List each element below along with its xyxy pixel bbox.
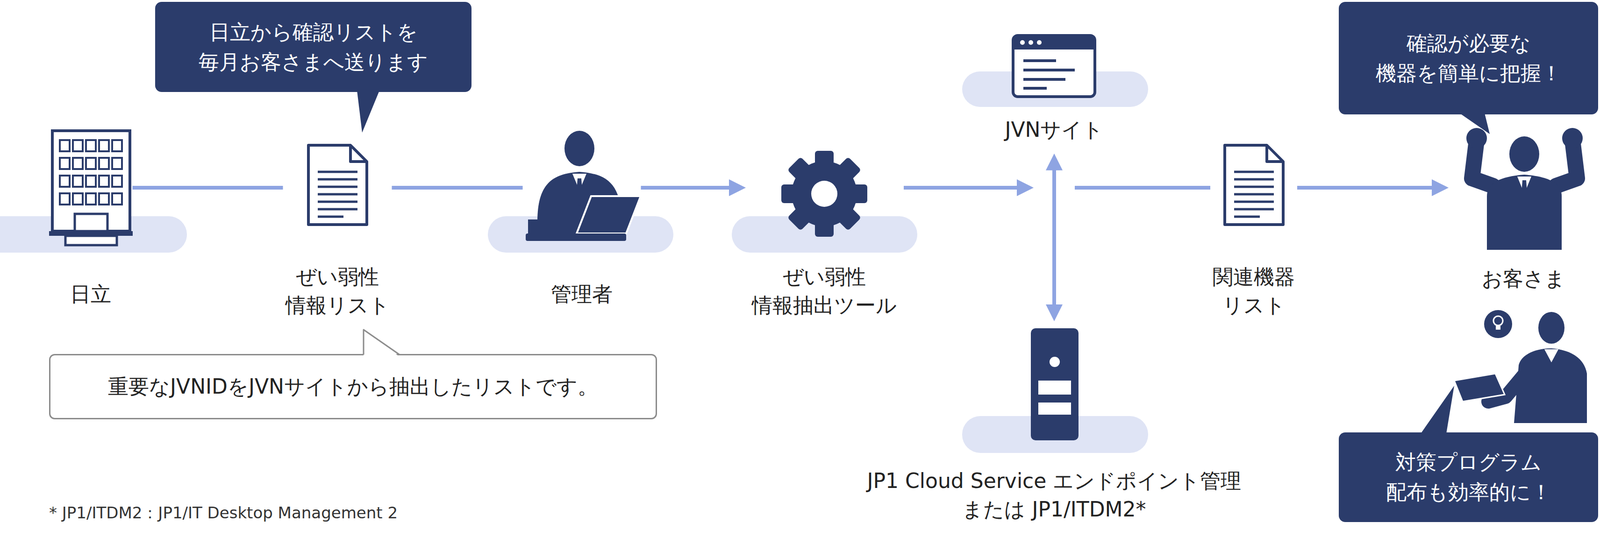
flow-connector xyxy=(132,185,284,190)
callout-tail-fill xyxy=(1420,385,1455,435)
callout-tail xyxy=(1338,1,1599,115)
callout-text: 対策プログラム 配布も効率的に！ xyxy=(1385,447,1552,508)
callout-tail xyxy=(155,1,472,93)
flow-connector xyxy=(641,185,741,190)
node-label: JVNサイト xyxy=(1005,115,1104,145)
callout-tail-fill xyxy=(363,329,400,358)
flow-connector xyxy=(1052,159,1057,316)
tool-node: ぜい弱性 情報抽出ツール xyxy=(749,150,900,320)
node-label: 管理者 xyxy=(550,280,613,309)
flow-connector xyxy=(1297,185,1443,190)
gear-icon xyxy=(781,150,868,237)
node-label: 日立 xyxy=(70,280,112,309)
flow-connector xyxy=(392,185,523,190)
callout-box: 重要なJVNIDをJVNサイトから抽出したリストです。 xyxy=(49,354,658,420)
node-label: JP1 Cloud Service エンドポイント管理 または JP1/ITDM… xyxy=(834,467,1274,524)
node-label: ぜい弱性 情報リスト xyxy=(285,263,390,320)
customer-figure xyxy=(1466,128,1583,250)
callout-tail-fill xyxy=(357,90,380,133)
server-icon xyxy=(1030,328,1079,441)
callout-tail-outline xyxy=(363,329,400,356)
building-icon xyxy=(49,130,133,246)
manager-figure xyxy=(525,130,641,242)
server-node: JP1 Cloud Service エンドポイント管理 または JP1/ITDM… xyxy=(832,328,1277,524)
company-node: 日立 xyxy=(49,129,133,309)
callout-text: 確認が必要な 機器を簡単に把握！ xyxy=(1375,28,1562,89)
node-label: お客さま xyxy=(1481,264,1566,294)
person-node: 管理者 xyxy=(522,130,642,309)
website-node: JVNサイト xyxy=(1002,35,1107,145)
callout-tail xyxy=(1338,432,1599,523)
person-node: お客さま xyxy=(1467,132,1580,294)
callout-box: 確認が必要な 機器を簡単に把握！ xyxy=(1338,1,1599,115)
flow-connector xyxy=(903,185,1029,190)
callout-box: 対策プログラム 配布も効率的に！ xyxy=(1338,432,1599,523)
callout-tail-fill xyxy=(1459,113,1490,135)
browser-window-icon xyxy=(1013,35,1095,97)
footnote: * JP1/ITDM2：JP1/IT Desktop Management 2 xyxy=(49,502,398,525)
callout-text: 重要なJVNIDをJVNサイトから抽出したリストです。 xyxy=(107,371,599,402)
pill-backgrounds xyxy=(0,71,1149,454)
callout-text: 日立から確認リストを 毎月お客さまへ送ります xyxy=(198,17,429,78)
flow-connector xyxy=(1074,185,1211,190)
node-label: 関連機器 リスト xyxy=(1212,263,1295,320)
document-node: ぜい弱性 情報リスト xyxy=(283,142,393,320)
callout-box: 日立から確認リストを 毎月お客さまへ送ります xyxy=(155,1,472,93)
document-node: 関連機器 リスト xyxy=(1210,142,1298,320)
node-label: ぜい弱性 情報抽出ツール xyxy=(751,263,897,320)
tablet-user-figure xyxy=(1454,310,1587,424)
